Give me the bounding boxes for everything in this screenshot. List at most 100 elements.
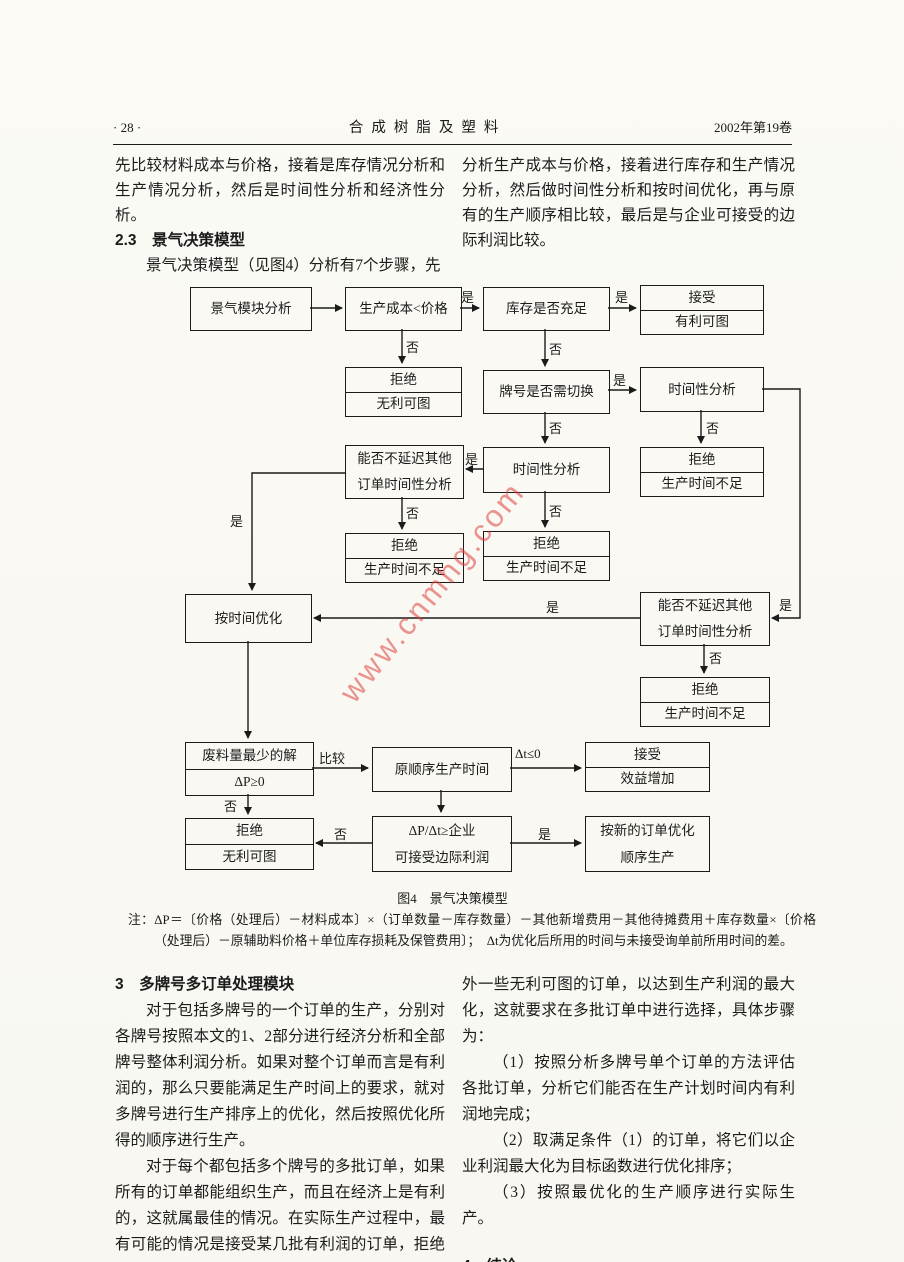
issue-info: 2002年第19卷 xyxy=(713,120,792,135)
arrow-nodelay-left-to-optimize xyxy=(248,472,345,591)
node-min-waste: 废料量最少的解 ΔP≥0 xyxy=(185,742,314,796)
node-reject-time-right: 拒绝 生产时间不足 xyxy=(640,447,764,497)
node-label: 生产时间不足 xyxy=(641,471,763,497)
node-label: 废料量最少的解 xyxy=(202,747,297,763)
node-new-order: 按新的订单优化 顺序生产 xyxy=(585,816,710,872)
node-label: 顺序生产 xyxy=(620,849,675,865)
section-3-step-3: （3）按照最优化的生产顺序进行实际生产。 xyxy=(462,1184,795,1227)
node-optimize-time: 按时间优化 xyxy=(185,594,312,643)
node-label: 拒绝 xyxy=(390,371,417,387)
node-label: 有利可图 xyxy=(641,309,763,335)
node-label: 时间性分析 xyxy=(668,381,736,397)
node-dp-dt: ΔP/Δt≥企业 可接受边际利润 xyxy=(372,816,512,872)
node-boom-analysis: 景气模块分析 xyxy=(190,287,312,331)
edge-label-yes: 是 xyxy=(613,373,627,388)
edge-label-compare: 比较 xyxy=(319,751,346,766)
node-cost-lt-price: 生产成本<价格 xyxy=(345,287,462,331)
edge-label-no: 否 xyxy=(406,506,420,521)
section-2-3-heading: 2.3 景气决策模型 xyxy=(115,232,246,249)
edge-label-no: 否 xyxy=(406,340,420,355)
section-2-3-lead: 景气决策模型（见图4）分析有7个步骤，先 xyxy=(146,257,441,274)
node-label: 库存是否充足 xyxy=(506,301,587,317)
edge-label-no: 否 xyxy=(549,342,563,357)
section-3-right-column: 外一些无利可图的订单，以达到生产利润的最大化，这就要求在多批订单中进行选择，具体… xyxy=(462,972,795,1262)
header-rule xyxy=(113,144,792,145)
page-header: · 28 · 合成树脂及塑料 2002年第19卷 xyxy=(113,116,792,137)
node-label: 无利可图 xyxy=(186,843,313,870)
node-label: 时间性分析 xyxy=(512,462,581,478)
edge-label-yes: 是 xyxy=(546,600,560,615)
section-3-left-column: 3 多牌号多订单处理模块 对于包括多牌号的一个订单的生产，分别对各牌号按照本文的… xyxy=(115,972,445,1262)
section-3-step-2: （2）取满足条件（1）的订单，将它们以企业利润最大化为目标函数进行优化排序； xyxy=(462,1132,795,1175)
node-reject-time-right-2: 拒绝 生产时间不足 xyxy=(640,677,770,727)
edge-label-no: 否 xyxy=(709,651,723,666)
edge-label-yes: 是 xyxy=(538,827,552,842)
intro-left-column: 先比较材料成本与价格，接着是库存情况分析和生产情况分析，然后是时间性分析和经济性… xyxy=(115,153,445,278)
node-no-delay-left: 能否不延迟其他 订单时间性分析 xyxy=(345,445,464,499)
node-reject-no-profit-2: 拒绝 无利可图 xyxy=(185,818,314,870)
node-label: 接受 xyxy=(634,746,661,762)
node-time-analysis-mid: 时间性分析 xyxy=(483,447,610,493)
node-label: 生产时间不足 xyxy=(641,701,769,727)
edge-label-dt: Δt≤0 xyxy=(515,746,541,761)
node-label: 接受 xyxy=(688,289,716,305)
intro-right-column: 分析生产成本与价格，接着进行库存和生产情况分析，然后做时间性分析和按时间优化，再… xyxy=(462,153,795,253)
node-label: 能否不延迟其他 xyxy=(357,451,452,467)
node-accept-profit: 接受 有利可图 xyxy=(640,285,764,335)
node-reject-time-left: 拒绝 生产时间不足 xyxy=(345,533,464,583)
node-label: 拒绝 xyxy=(691,681,719,697)
node-time-analysis-right: 时间性分析 xyxy=(640,367,764,412)
edge-label-yes: 是 xyxy=(461,290,475,305)
node-label: 拒绝 xyxy=(391,537,418,553)
node-label: 生产时间不足 xyxy=(484,555,609,581)
section-3-paragraph-2: 对于每个都包括多个牌号的多批订单，如果所有的订单都能组织生产，而且在经济上是有利… xyxy=(115,1158,445,1253)
node-label: 生产成本<价格 xyxy=(359,301,448,317)
node-label: ΔP≥0 xyxy=(186,768,313,796)
figure-caption: 图4 景气决策模型 xyxy=(397,891,508,906)
node-orig-order-time: 原顺序生产时间 xyxy=(372,747,512,792)
edge-label-no: 否 xyxy=(706,421,720,436)
node-accept-benefit: 接受 效益增加 xyxy=(585,742,710,792)
node-reject-no-profit: 拒绝 无利可图 xyxy=(345,367,462,417)
node-label: 拒绝 xyxy=(688,451,716,467)
edge-label-no: 否 xyxy=(549,421,563,436)
edge-label-yes: 是 xyxy=(230,514,244,529)
node-reject-time-mid: 拒绝 生产时间不足 xyxy=(483,531,610,581)
edge-label-no: 否 xyxy=(334,827,348,842)
node-label: ΔP/Δt≥企业 xyxy=(408,822,476,838)
node-label: 拒绝 xyxy=(236,823,263,839)
section-3-paragraph-1: 对于包括多牌号的一个订单的生产，分别对各牌号按照本文的1、2部分进行经济分析和全… xyxy=(115,1002,445,1149)
node-label: 景气模块分析 xyxy=(210,301,292,317)
node-no-delay-right: 能否不延迟其他 订单时间性分析 xyxy=(640,592,770,646)
edge-label-yes: 是 xyxy=(615,290,629,305)
arrow-time-right-to-nodelay-right xyxy=(762,388,801,622)
edge-label-no: 否 xyxy=(549,504,563,519)
section-3-step-1: （1）按照分析多牌号单个订单的方法评估各批订单，分析它们能否在生产计划时间内有利… xyxy=(462,1054,795,1123)
node-label: 可接受边际利润 xyxy=(394,849,490,865)
node-grade-switch: 牌号是否需切换 xyxy=(483,370,610,414)
node-label: 按时间优化 xyxy=(214,610,283,626)
edge-label-yes: 是 xyxy=(779,598,793,613)
section-4-heading: 4 结论 xyxy=(462,1254,795,1262)
node-label: 能否不延迟其他 xyxy=(657,598,753,614)
node-label: 效益增加 xyxy=(586,766,709,792)
figure-note: 注：ΔP＝〔价格（处理后）－材料成本〕×（订单数量－库存数量）－其他新增费用－其… xyxy=(128,913,816,948)
journal-title: 合成树脂及塑料 xyxy=(348,120,507,136)
node-stock-enough: 库存是否充足 xyxy=(483,287,610,331)
edge-label-yes: 是 xyxy=(465,452,479,467)
page-number: · 28 · xyxy=(113,120,142,135)
intro-paragraph: 先比较材料成本与价格，接着是库存情况分析和生产情况分析，然后是时间性分析和经济性… xyxy=(115,157,445,224)
node-label: 无利可图 xyxy=(346,391,461,417)
section-3-heading: 3 多牌号多订单处理模块 xyxy=(115,976,295,993)
edge-label-no: 否 xyxy=(224,799,238,814)
node-label: 拒绝 xyxy=(533,535,560,551)
node-label: 原顺序生产时间 xyxy=(394,761,490,777)
node-label: 按新的订单优化 xyxy=(600,822,695,838)
section-3-paragraph-continued: 外一些无利可图的订单，以达到生产利润的最大化，这就要求在多批订单中进行选择，具体… xyxy=(462,976,795,1045)
intro-paragraph-continued: 分析生产成本与价格，接着进行库存和生产情况分析，然后做时间性分析和按时间优化，再… xyxy=(462,157,795,249)
node-label: 牌号是否需切换 xyxy=(499,384,594,400)
node-label: 生产时间不足 xyxy=(346,557,463,583)
node-label: 订单时间性分析 xyxy=(657,624,753,640)
